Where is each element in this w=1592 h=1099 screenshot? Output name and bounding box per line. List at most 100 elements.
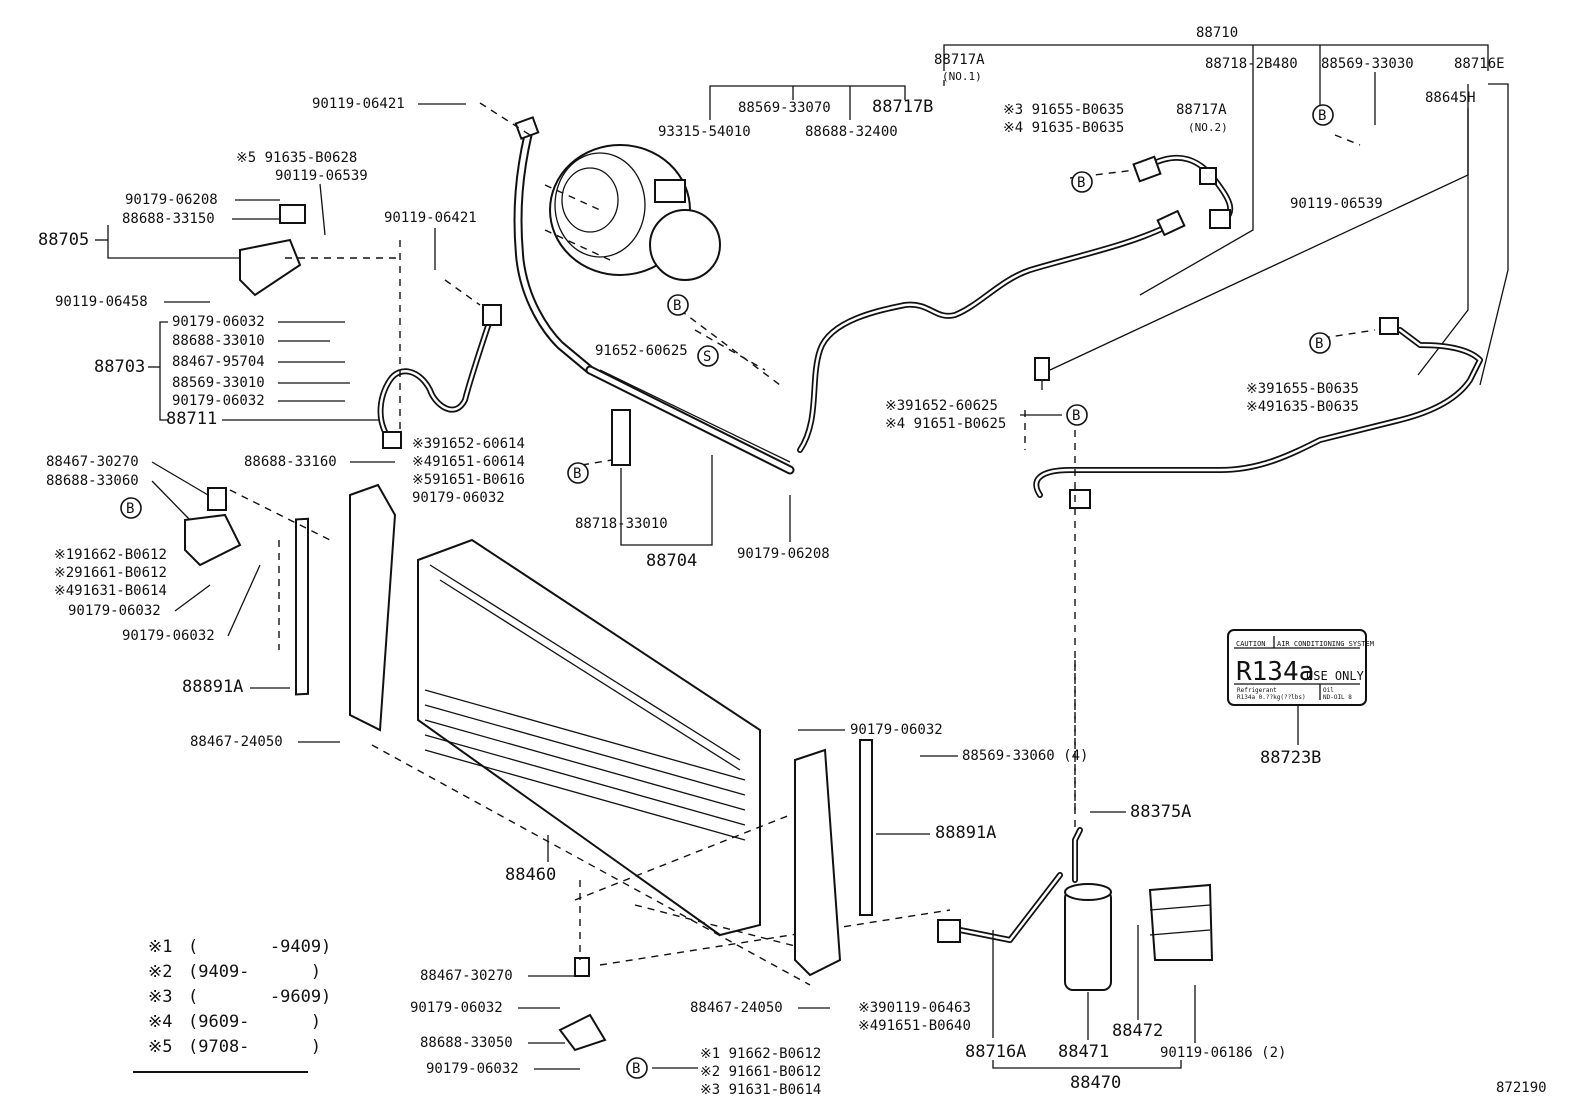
label-88718-2b480: 88718-2B480 bbox=[1205, 56, 1298, 72]
legend-mark-1: ※1 bbox=[148, 937, 172, 957]
label-91652-60625-b: ※391652-60625 bbox=[885, 398, 998, 414]
label-88645h: 88645H bbox=[1425, 90, 1476, 106]
label-88472: 88472 bbox=[1112, 1021, 1163, 1041]
label-88703: 88703 bbox=[94, 357, 145, 377]
hose-88711 bbox=[377, 304, 502, 449]
label-91651-60614: ※491651-60614 bbox=[412, 454, 525, 470]
label-88717b: 88717B bbox=[872, 97, 933, 117]
mount-88688-33050 bbox=[558, 957, 607, 1052]
svg-text:B: B bbox=[1318, 108, 1326, 124]
svg-text:B: B bbox=[573, 466, 581, 482]
label-88569-33010: 88569-33010 bbox=[172, 375, 265, 391]
suction-pipe-88717b bbox=[797, 209, 1186, 453]
marker-b-5: B bbox=[1066, 404, 1088, 426]
svg-text:B: B bbox=[126, 501, 134, 517]
legend-mark-5: ※5 bbox=[148, 1037, 172, 1057]
label-88467-24050-a: 88467-24050 bbox=[190, 734, 283, 750]
plate-row-mid2: ND-OIL 8 bbox=[1323, 694, 1352, 701]
legend-range-4: (9609- ) bbox=[188, 1012, 321, 1032]
plate-row-left1: Refrigerant bbox=[1237, 687, 1277, 694]
label-88716e: 88716E bbox=[1454, 56, 1505, 72]
marker-b-1: B bbox=[1312, 104, 1334, 126]
label-88710: 88710 bbox=[1196, 25, 1238, 41]
label-91652-60614: ※391652-60614 bbox=[412, 436, 525, 452]
svg-text:B: B bbox=[1077, 175, 1085, 191]
label-91662-b0612-a: ※191662-B0612 bbox=[54, 547, 167, 563]
label-88711: 88711 bbox=[166, 409, 217, 429]
bracket-88891a-right bbox=[794, 739, 873, 977]
legend-range-3: ( -9609) bbox=[188, 987, 331, 1007]
svg-text:S: S bbox=[703, 349, 711, 365]
pipe-88717a-no2 bbox=[1132, 154, 1234, 229]
receiver-dryer-88471 bbox=[937, 430, 1112, 991]
label-90119-06186: 90119-06186 (2) bbox=[1160, 1045, 1286, 1061]
marker-s-1: S bbox=[697, 345, 719, 367]
label-88688-33010: 88688-33010 bbox=[172, 333, 265, 349]
label-88705: 88705 bbox=[38, 230, 89, 250]
label-90179-06032-f: 90179-06032 bbox=[850, 722, 943, 738]
svg-text:B: B bbox=[673, 298, 681, 314]
label-90119-06539-a: 90119-06539 bbox=[275, 168, 368, 184]
label-91631-b0614-a: ※491631-B0614 bbox=[54, 583, 167, 599]
circle-markers: B B B S B B B B B bbox=[120, 104, 1334, 1079]
legend-range-5: (9708- ) bbox=[188, 1037, 321, 1057]
marker-b-3: B bbox=[667, 294, 689, 316]
label-91655-b0635-a: ※3 91655-B0635 bbox=[1003, 102, 1124, 118]
condenser-88460 bbox=[371, 538, 951, 986]
label-88688-33150: 88688-33150 bbox=[122, 211, 215, 227]
hose-88704 bbox=[585, 365, 795, 475]
plate-row-mid1: Oil bbox=[1323, 687, 1334, 694]
label-88717a-no2-sub: (NO.2) bbox=[1188, 121, 1228, 134]
bracket-88688-33060 bbox=[184, 487, 331, 567]
plate-main: R134a bbox=[1236, 657, 1314, 687]
bracket-88891a-left bbox=[278, 483, 397, 732]
label-88467-30270-b: 88467-30270 bbox=[420, 968, 513, 984]
label-91651-b0640: ※491651-B0640 bbox=[858, 1018, 971, 1034]
bracket-88705 bbox=[239, 204, 306, 297]
label-91631-b0614-b: ※3 91631-B0614 bbox=[700, 1082, 821, 1098]
label-88460: 88460 bbox=[505, 865, 556, 885]
label-91652-60625-a: 91652-60625 bbox=[595, 343, 688, 359]
marker-b-4: B bbox=[1309, 332, 1331, 354]
label-88471: 88471 bbox=[1058, 1042, 1109, 1062]
label-90179-06032-a: 90179-06032 bbox=[172, 314, 265, 330]
label-93315-54010: 93315-54010 bbox=[658, 124, 751, 140]
pipe-88716e bbox=[1033, 317, 1483, 509]
label-90179-06032-e: 90179-06032 bbox=[122, 628, 215, 644]
figure-number: 872190 bbox=[1496, 1080, 1547, 1096]
label-88716a: 88716A bbox=[965, 1042, 1026, 1062]
label-91655-b0635-b: ※391655-B0635 bbox=[1246, 381, 1359, 397]
label-88467-30270-a: 88467-30270 bbox=[46, 454, 139, 470]
plate-header-left: CAUTION bbox=[1236, 640, 1266, 648]
label-91661-b0612-b: ※2 91661-B0612 bbox=[700, 1064, 821, 1080]
label-90179-06208-b: 90179-06208 bbox=[737, 546, 830, 562]
label-90179-06032-b: 90179-06032 bbox=[172, 393, 265, 409]
label-88375a: 88375A bbox=[1130, 802, 1191, 822]
label-88569-33070: 88569-33070 bbox=[738, 100, 831, 116]
label-88891a-right: 88891A bbox=[935, 823, 996, 843]
bracket-88718-33010 bbox=[581, 409, 631, 466]
label-91635-b0628: ※5 91635-B0628 bbox=[236, 150, 357, 166]
compressor bbox=[544, 144, 721, 281]
label-90179-06032-c: 90179-06032 bbox=[412, 490, 505, 506]
label-91651-b0625: ※4 91651-B0625 bbox=[885, 416, 1006, 432]
label-90179-06208-a: 90179-06208 bbox=[125, 192, 218, 208]
legend-range-1: ( -9409) bbox=[188, 937, 331, 957]
fastener-dashes bbox=[285, 102, 1376, 960]
label-90179-06032-g: 90179-06032 bbox=[410, 1000, 503, 1016]
svg-text:B: B bbox=[632, 1061, 640, 1077]
label-88569-33030: 88569-33030 bbox=[1321, 56, 1414, 72]
legend-range-2: (9409- ) bbox=[188, 962, 321, 982]
label-88470: 88470 bbox=[1070, 1073, 1121, 1093]
part-labels: 90119-06421 88569-33070 88717B ※3 91655-… bbox=[38, 96, 1547, 1098]
marker-b-6: B bbox=[567, 462, 589, 484]
caution-label-plate: CAUTION AIR CONDITIONING SYSTEM R134a US… bbox=[1227, 629, 1374, 706]
label-91635-b0635-a: ※4 91635-B0635 bbox=[1003, 120, 1124, 136]
plate-row-left2: R134a 0.??kg(??lbs) bbox=[1237, 694, 1306, 701]
legend-mark-2: ※2 bbox=[148, 962, 172, 982]
label-90119-06421-b: 90119-06421 bbox=[384, 210, 477, 226]
discharge-hose bbox=[513, 116, 595, 375]
label-88723b: 88723B bbox=[1260, 748, 1321, 768]
label-88688-33160: 88688-33160 bbox=[244, 454, 337, 470]
